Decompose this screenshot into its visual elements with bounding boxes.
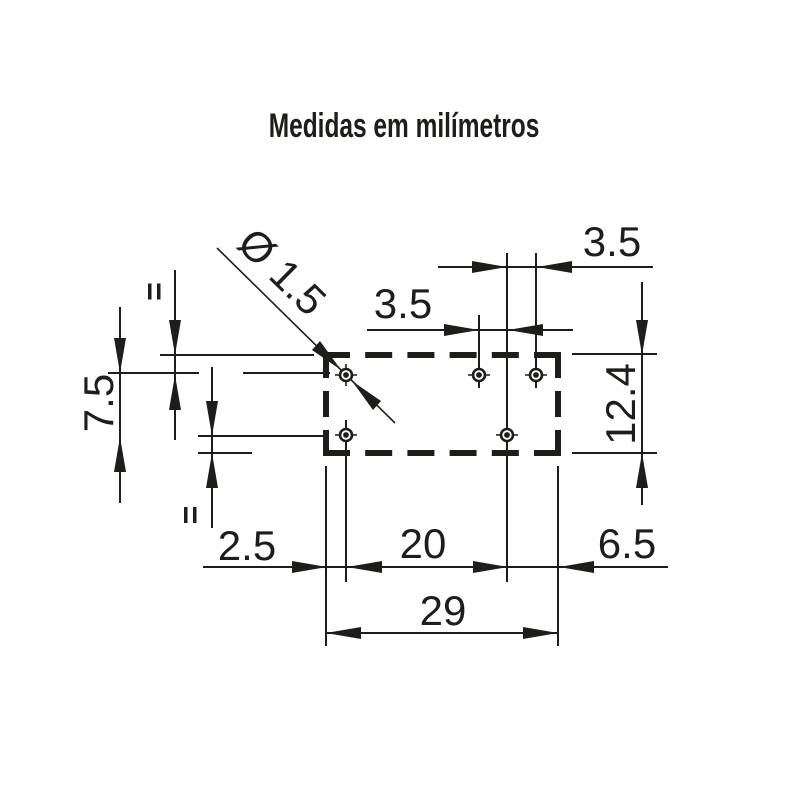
- arrowhead: [169, 375, 181, 410]
- dim-label-row-spacing: 7.5: [75, 374, 122, 432]
- arrowhead: [326, 627, 361, 639]
- arrowhead: [206, 453, 218, 488]
- arrowhead: [472, 261, 507, 273]
- pin-hole: [335, 364, 357, 386]
- equality-mark: =: [173, 506, 209, 525]
- arrowhead: [114, 437, 126, 472]
- arrowhead: [636, 320, 648, 355]
- arrowhead: [523, 627, 558, 639]
- arrowhead: [473, 561, 508, 573]
- dim-label-top-hole-pitch: 3.5: [583, 218, 641, 265]
- dim-label-left-hole-pitch: 3.5: [374, 280, 432, 327]
- arrowhead: [114, 338, 126, 373]
- pin-hole: [335, 424, 357, 446]
- dim-label-body-height: 12.4: [597, 363, 644, 445]
- arrowhead: [206, 401, 218, 436]
- arrowhead: [636, 453, 648, 488]
- pin-hole: [496, 424, 518, 446]
- arrowhead: [537, 261, 572, 273]
- dim-label-right-margin: 6.5: [598, 520, 656, 567]
- arrowhead: [444, 324, 479, 336]
- dim-label-hole-diameter: Ø 1.5: [229, 219, 335, 325]
- arrowhead: [347, 561, 382, 573]
- equality-mark: =: [137, 282, 173, 301]
- arrowhead: [559, 561, 594, 573]
- arrowhead: [292, 561, 327, 573]
- relay-outline: [323, 352, 561, 456]
- pin-holes: [335, 364, 547, 446]
- arrowhead: [169, 320, 181, 355]
- pin-hole: [525, 364, 547, 386]
- dim-label-left-margin: 2.5: [218, 522, 276, 569]
- arrowheads: [114, 261, 648, 639]
- leader-arrowhead: [352, 381, 381, 410]
- drawing-title: Medidas em milímetros: [269, 107, 540, 145]
- pin-hole: [468, 364, 490, 386]
- arrowhead: [508, 324, 543, 336]
- labels: Medidas em milímetros Ø 1.5 3.5 3.5 12.4…: [75, 107, 656, 634]
- dim-label-bottom-hole-pitch: 20: [400, 520, 447, 567]
- dim-label-body-width: 29: [420, 587, 467, 634]
- extension-lines: [108, 253, 657, 646]
